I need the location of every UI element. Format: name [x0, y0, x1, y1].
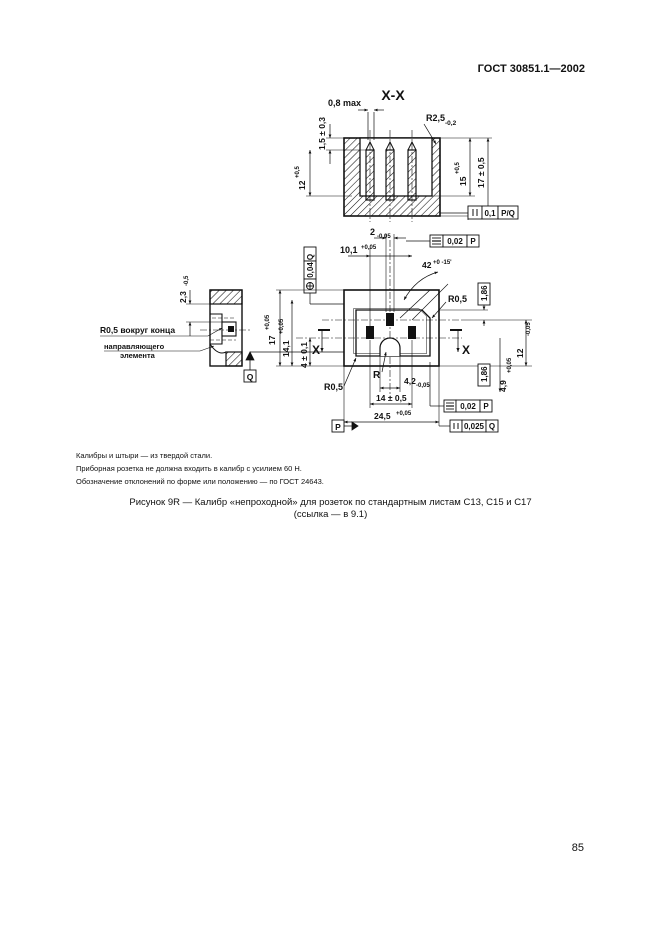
- caption-line-1: Рисунок 9R — Калибр «непроходной» для ро…: [129, 497, 532, 508]
- tol-parallel-datum: P/Q: [501, 209, 515, 218]
- tol-symmetry-bottom-datum: P: [483, 402, 489, 411]
- dim-17-plan-tol: +0,05: [265, 314, 271, 330]
- dim-14-1-tol: +0,05: [279, 318, 285, 334]
- note-line: Калибры и штыри — из твердой стали.: [76, 451, 213, 460]
- cut-marker-left: X: [312, 343, 320, 357]
- tol-parallel-bottom-datum: Q: [489, 422, 495, 431]
- dim-4-9: 4,9: [498, 380, 508, 392]
- plan-pin-left: [366, 326, 374, 339]
- tol-symmetry-datum: P: [470, 237, 476, 246]
- figure-caption: Рисунок 9R — Калибр «непроходной» для ро…: [60, 497, 601, 521]
- tol-parallel-bottom-value: 0,025: [464, 422, 485, 431]
- dim-1-86-top: 1,86: [480, 285, 489, 301]
- dim-r0-5-top: R0,5: [448, 294, 467, 304]
- drawing-notes: Калибры и штыри — из твердой стали. Приб…: [76, 449, 576, 488]
- dim-24-5-tol: +0,05: [396, 411, 412, 417]
- dim-r0-5-bottom: R0,5: [324, 382, 343, 392]
- dim-14-1: 14,1: [281, 340, 291, 357]
- dim-12: 12: [297, 180, 307, 190]
- plan-pin-right: [408, 326, 416, 339]
- datum-q: Q: [247, 372, 254, 382]
- dim-2-3: 2,3: [178, 291, 188, 303]
- dim-1-5: 1,5 ± 0,3: [317, 117, 327, 150]
- tol-symmetry-bottom-value: 0,02: [460, 402, 476, 411]
- dim-10-1-tol: +0,05: [361, 245, 377, 251]
- dim-42-angle: 42: [422, 260, 432, 270]
- plan-view: 2 -0,05 10,1 +0,05 0,02 P 42 +0 -15': [243, 227, 532, 433]
- tol-position-datum: Q: [306, 254, 315, 260]
- cut-marker-right: X: [462, 343, 470, 357]
- side-view: 2,3 -0,5 R0,5 вокруг конца направляющего…: [100, 275, 252, 367]
- dim-1-86-bottom: 1,86: [480, 366, 489, 382]
- section-title: X-X: [381, 87, 405, 103]
- note-element-line2: элемента: [120, 351, 156, 360]
- dim-r2-5: R2,5: [426, 113, 445, 123]
- dim-42-angle-tol: +0 -15': [433, 260, 452, 266]
- note-line: Обозначение отклонений по форме или поло…: [76, 477, 324, 486]
- caption-line-2: (ссылка — в 9.1): [293, 509, 368, 520]
- section-view: X-X 0,8 max R2,5 -0,2 1,5 ± 0,3: [295, 87, 519, 222]
- dim-4-2-tol: -0,05: [416, 383, 430, 389]
- tolerance-frame-parallel-bottom: 0,025 Q: [449, 419, 499, 433]
- dim-r2-5-tol: -0,2: [445, 120, 457, 127]
- dim-4-2: 4,2: [404, 376, 416, 386]
- plan-pin-middle: [386, 313, 394, 326]
- tolerance-frame-symmetry: 0,02 P: [429, 234, 480, 248]
- dim-4: 4 ± 0,1: [299, 342, 309, 368]
- dim-0-8-max: 0,8 max: [328, 98, 361, 108]
- technical-drawing: X-X 0,8 max R2,5 -0,2 1,5 ± 0,3: [100, 87, 532, 433]
- note-element-line1: направляющего: [104, 342, 165, 351]
- dim-15: 15: [458, 176, 468, 186]
- tol-parallel-value: 0,1: [484, 209, 496, 218]
- dim-2-3-tol: -0,5: [184, 275, 190, 286]
- dim-15-tol: +0,5: [455, 161, 461, 174]
- dim-12-plan-tol: -0,05: [526, 322, 532, 336]
- dim-12-plan: 12: [515, 348, 525, 358]
- tolerance-frame-parallel: 0,1 P/Q: [467, 205, 519, 220]
- tolerance-frame-symmetry-bottom: 0,02 P: [443, 399, 493, 413]
- datum-p: P: [335, 422, 341, 432]
- tolerance-frame-position: Q 0,04: [303, 246, 317, 294]
- dim-17: 17 ± 0,5: [476, 157, 486, 188]
- dim-14: 14 ± 0,5: [376, 393, 407, 403]
- page-number: 85: [571, 842, 584, 854]
- note-r0-5: R0,5 вокруг конца: [100, 325, 175, 335]
- dim-24-5: 24,5: [374, 411, 391, 421]
- tol-position-value: 0,04: [306, 262, 315, 278]
- dim-17-plan: 17: [267, 335, 277, 345]
- dim-12-tol: +0,5: [295, 165, 301, 178]
- tol-symmetry-value: 0,02: [447, 237, 463, 246]
- note-line: Приборная розетка не должна входить в ка…: [76, 464, 302, 473]
- dim-10-1: 10,1: [340, 245, 358, 255]
- dim-r: R: [373, 370, 381, 381]
- dim-2: 2: [370, 227, 375, 237]
- dim-4-9-tol: +0,05: [507, 357, 513, 373]
- standard-number: ГОСТ 30851.1—2002: [477, 63, 585, 75]
- dim-2-tol: -0,05: [377, 234, 391, 240]
